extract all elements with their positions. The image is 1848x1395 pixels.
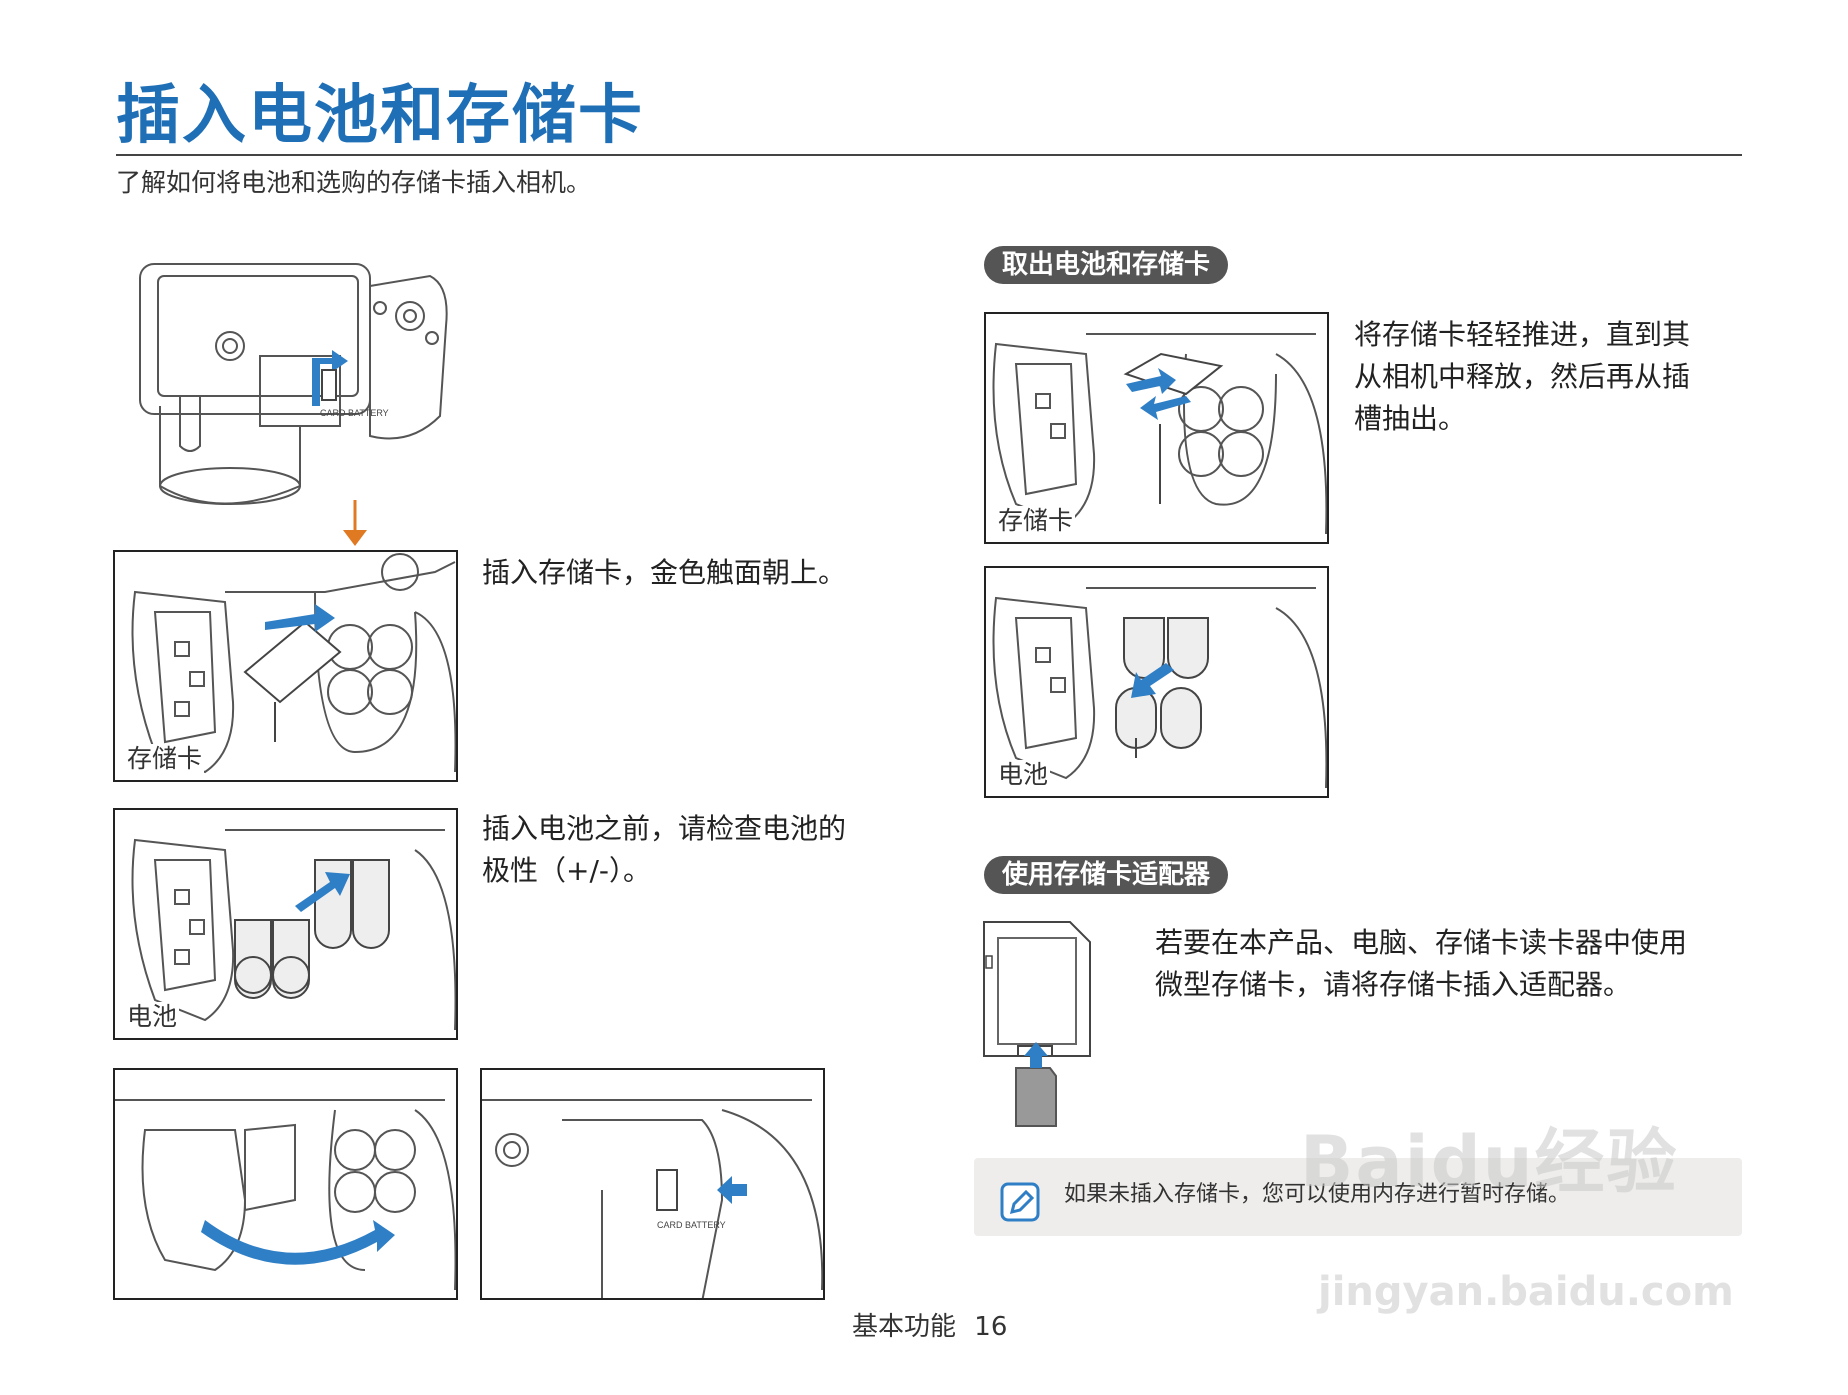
locked-cover-image: CARD BATTERY bbox=[480, 1068, 825, 1300]
remove-card-illustration bbox=[992, 333, 1327, 535]
locked-cover-illustration: CARD BATTERY bbox=[482, 1099, 823, 1298]
insert-card-text: 插入存储卡，金色触面朝上。 bbox=[482, 556, 847, 589]
remove-card-text-line1: 将存储卡轻轻推进，直到其 bbox=[1354, 318, 1691, 351]
note-box bbox=[974, 1158, 1742, 1236]
page-number: 16 bbox=[974, 1312, 1008, 1342]
camera-overview-illustration: CARD BATTERY bbox=[139, 263, 448, 505]
title-divider bbox=[116, 154, 1742, 156]
footer-section: 基本功能 bbox=[852, 1312, 957, 1342]
remove-battery-image: 电池 bbox=[984, 566, 1329, 798]
insert-card-illustration bbox=[131, 553, 456, 774]
remove-card-image-label: 存储卡 bbox=[996, 506, 1076, 536]
baidu-watermark-logo: Baidu经验 bbox=[1300, 1121, 1679, 1203]
baidu-watermark-url: jingyan.baidu.com bbox=[1318, 1269, 1734, 1315]
page-subtitle: 了解如何将电池和选购的存储卡插入相机。 bbox=[116, 168, 592, 197]
close-cover-illustration bbox=[115, 1099, 456, 1291]
remove-battery-image-label: 电池 bbox=[996, 760, 1051, 790]
insert-battery-image: 电池 bbox=[113, 808, 458, 1040]
note-pencil-icon bbox=[1000, 1182, 1040, 1222]
insert-battery-text: 插入电池之前，请检查电池的 极性（+/-）。 bbox=[482, 808, 846, 892]
remove-card-text-line3: 槽抽出。 bbox=[1354, 402, 1467, 435]
card-image-label: 存储卡 bbox=[125, 744, 205, 774]
sd-adapter-illustration bbox=[983, 921, 1091, 1127]
adapter-text-line1: 若要在本产品、电脑、存储卡读卡器中使用 bbox=[1155, 926, 1688, 959]
close-cover-image bbox=[113, 1068, 458, 1300]
cover-icon-label: CARD BATTERY bbox=[320, 408, 389, 418]
page-footer: 基本功能 16 bbox=[852, 1310, 1007, 1344]
remove-section-heading: 取出电池和存储卡 bbox=[984, 246, 1229, 284]
battery-image-label: 电池 bbox=[125, 1002, 180, 1032]
note-text: 如果未插入存储卡，您可以使用内存进行暂时存储。 bbox=[1064, 1182, 1571, 1207]
insert-card-image: 存储卡 bbox=[113, 550, 458, 782]
remove-card-text-line2: 从相机中释放，然后再从插 bbox=[1354, 360, 1691, 393]
remove-battery-illustration bbox=[992, 587, 1327, 789]
insert-battery-text-line2: 极性（+/-）。 bbox=[482, 854, 651, 887]
remove-card-text: 将存储卡轻轻推进，直到其 从相机中释放，然后再从插 槽抽出。 bbox=[1354, 314, 1690, 440]
adapter-text-line2: 微型存储卡，请将存储卡插入适配器。 bbox=[1155, 968, 1632, 1001]
insert-battery-text-line1: 插入电池之前，请检查电池的 bbox=[482, 812, 847, 845]
adapter-section-heading: 使用存储卡适配器 bbox=[984, 856, 1229, 894]
insert-battery-illustration bbox=[131, 829, 456, 1031]
remove-card-image: 存储卡 bbox=[984, 312, 1329, 544]
cover-lock-label: CARD BATTERY bbox=[657, 1220, 726, 1230]
orange-down-arrow-icon bbox=[343, 500, 367, 546]
page-title: 插入电池和存储卡 bbox=[116, 79, 644, 153]
adapter-text: 若要在本产品、电脑、存储卡读卡器中使用 微型存储卡，请将存储卡插入适配器。 bbox=[1155, 922, 1687, 1006]
